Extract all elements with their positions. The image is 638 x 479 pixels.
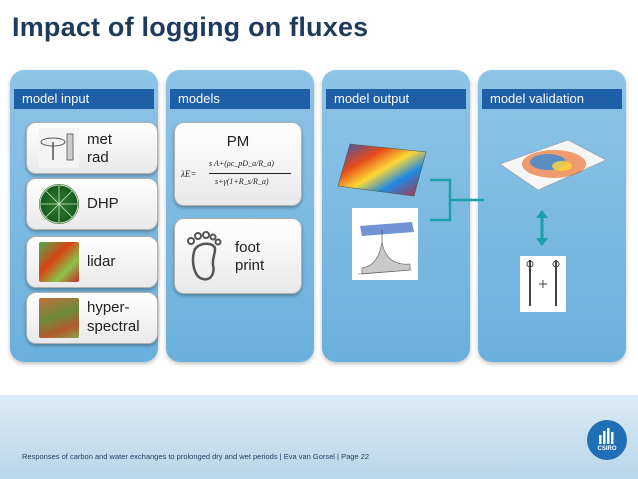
model-validation-column: model validation xyxy=(478,70,626,362)
hyperspectral-map-icon xyxy=(39,298,79,338)
dhp-card[interactable]: DHP xyxy=(26,178,158,230)
model-input-header: model input xyxy=(14,89,154,109)
output-to-validation-connector xyxy=(430,170,490,230)
hemispherical-photo-icon xyxy=(39,184,79,224)
equation-fraction-bar xyxy=(209,173,291,174)
model-validation-header: model validation xyxy=(482,89,622,109)
csiro-logo-text: CSIRO xyxy=(587,446,627,452)
lidar-card[interactable]: lidar xyxy=(26,236,158,288)
dhp-label: DHP xyxy=(87,195,119,213)
met-rad-card[interactable]: met rad xyxy=(26,122,158,174)
flux-tower-image xyxy=(520,256,566,312)
lidar-label: lidar xyxy=(87,253,115,271)
validation-map-image xyxy=(498,134,608,194)
pm-model-card[interactable]: PM λE= s A+(ρc_pD_a/R_a) s+γ(1+R_s/R_a) xyxy=(174,122,302,206)
rad-label: rad xyxy=(87,149,109,167)
met-tower-icon xyxy=(39,128,79,168)
print-label: print xyxy=(235,257,264,274)
slide-title: Impact of logging on fluxes xyxy=(12,12,368,43)
footprint-icon xyxy=(185,229,225,283)
footer-text: Responses of carbon and water exchanges … xyxy=(22,452,369,461)
foot-label: foot xyxy=(235,239,260,256)
double-arrow-icon xyxy=(534,210,550,246)
footprint-plot-image xyxy=(352,208,418,280)
flux-map-image xyxy=(336,138,428,198)
csiro-logo-bars-icon xyxy=(598,427,616,445)
model-input-column: model input met rad DHP lidar xyxy=(10,70,158,362)
equation-lhs: λE= xyxy=(181,169,196,179)
hyper-label: hyper- xyxy=(87,299,130,317)
spectral-label: spectral xyxy=(87,318,140,336)
csiro-logo: CSIRO xyxy=(587,420,627,460)
equation-denominator: s+γ(1+R_s/R_a) xyxy=(215,177,269,186)
equation-numerator: s A+(ρc_pD_a/R_a) xyxy=(209,159,274,168)
hyperspectral-card[interactable]: hyper- spectral xyxy=(26,292,158,344)
footer-band xyxy=(0,395,638,479)
models-header: models xyxy=(170,89,310,109)
lidar-map-icon xyxy=(39,242,79,282)
pm-label: PM xyxy=(175,133,301,150)
footprint-model-card[interactable]: foot print xyxy=(174,218,302,294)
model-output-header: model output xyxy=(326,89,466,109)
models-column: models PM λE= s A+(ρc_pD_a/R_a) s+γ(1+R_… xyxy=(166,70,314,362)
met-label: met xyxy=(87,131,112,149)
